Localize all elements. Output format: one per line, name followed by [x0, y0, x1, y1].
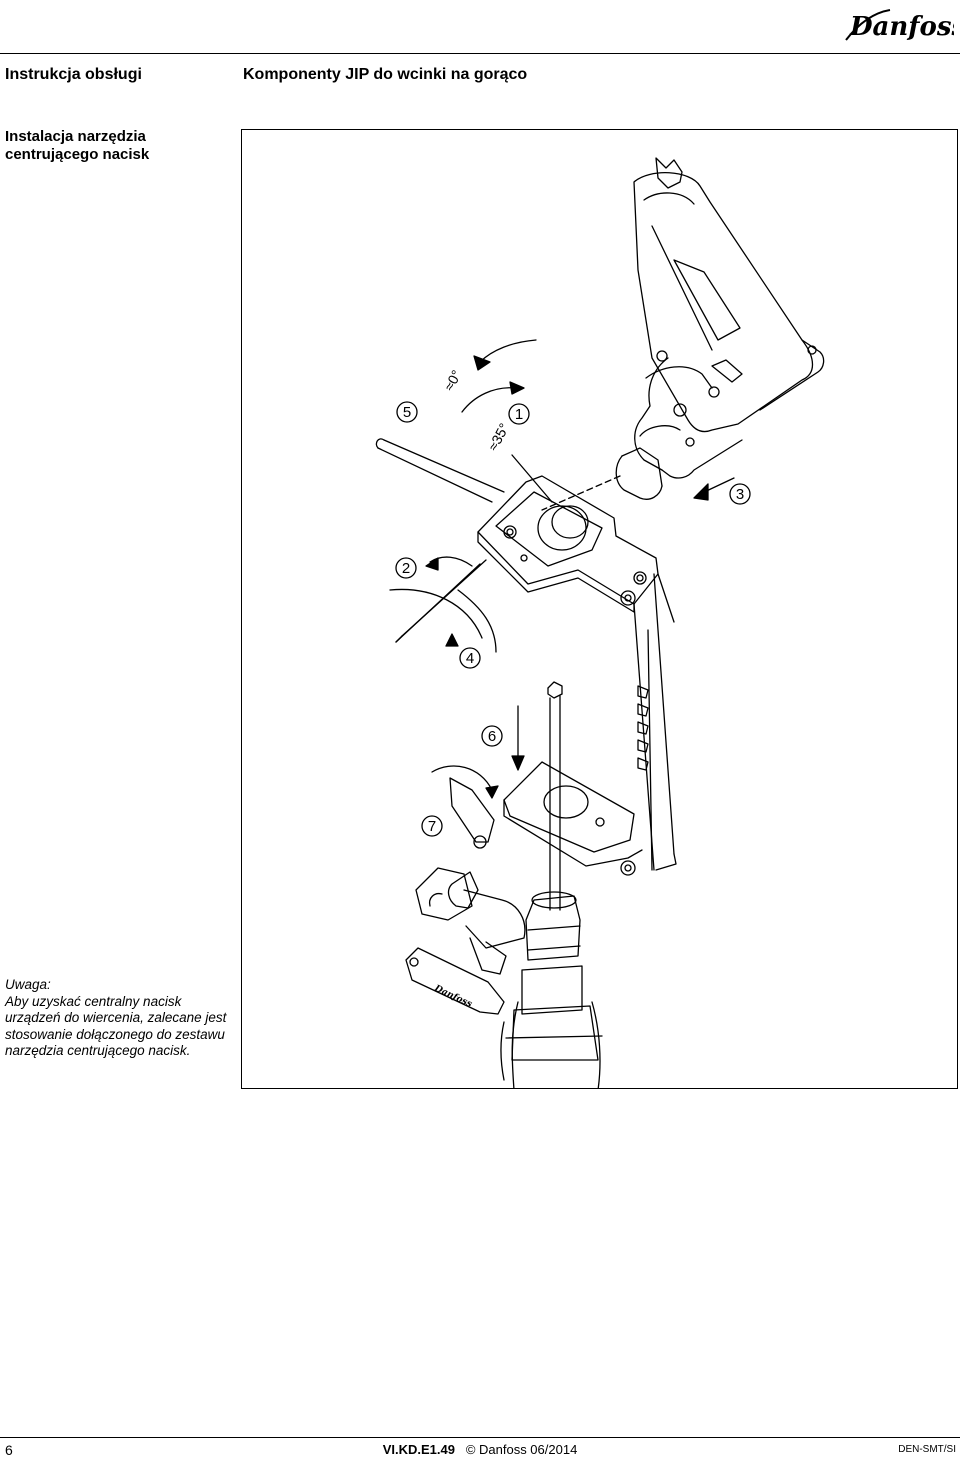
section-title-line: centrującego nacisk [5, 146, 150, 163]
callout-number: 2 [402, 560, 410, 577]
page-number: 6 [5, 1442, 13, 1458]
installation-figure: Danfoss [241, 129, 958, 1089]
note-line: narzędzia centrującego nacisk. [5, 1043, 191, 1058]
note-label: Uwaga: [5, 977, 51, 992]
note-line: urządzeń do wiercenia, zalecane jest [5, 1010, 227, 1025]
dept-code: DEN-SMT/SI [898, 1444, 956, 1455]
svg-text:Danfoss: Danfoss [849, 12, 954, 42]
section-title-line: Instalacja narzędzia [5, 128, 146, 145]
rotation-arrows [389, 339, 735, 799]
doc-code: VI.KD.E1.49 [382, 1442, 455, 1457]
callout-number: 4 [466, 650, 474, 667]
angle-label-35: ≈35° [485, 420, 513, 453]
section-title: Instalacja narzędzia centrującego nacisk [5, 128, 225, 164]
copyright: © Danfoss 06/2014 [465, 1442, 578, 1457]
note-line: Aby uzyskać centralny nacisk [5, 993, 182, 1009]
lower-clamp [449, 761, 643, 876]
callout-number: 7 [428, 818, 436, 835]
callout-number: 6 [488, 728, 496, 745]
callout-circles [395, 401, 751, 837]
note-line: stosowanie dołączonego do zestawu [5, 1026, 225, 1042]
footer-rule [0, 1437, 960, 1438]
footer-center: VI.KD.E1.49 © Danfoss 06/2014 [0, 1442, 960, 1457]
header-rule [0, 53, 960, 54]
hex-key [395, 559, 487, 643]
header-document-type: Instrukcja obsługi [5, 66, 142, 83]
rod-illustration [375, 438, 505, 503]
callout-number: 3 [736, 486, 744, 503]
header-product-title: Komponenty JIP do wcinki na gorąco [243, 66, 528, 83]
installation-illustration: Danfoss [375, 157, 825, 1088]
angle-label-zero: ≈0° [441, 367, 465, 393]
valve-assembly: Danfoss [405, 867, 603, 1088]
note-block: Uwaga: Aby uzyskać centralny nacisk urzą… [5, 977, 240, 1060]
callout-number: 5 [403, 404, 411, 421]
drill-shaft [547, 681, 563, 911]
valve-handle-brand: Danfoss [432, 983, 474, 1009]
drill-illustration [615, 157, 825, 500]
callout-number: 1 [515, 406, 523, 423]
centering-tool-frame [477, 475, 677, 871]
danfoss-logo: Danfoss [840, 9, 954, 42]
